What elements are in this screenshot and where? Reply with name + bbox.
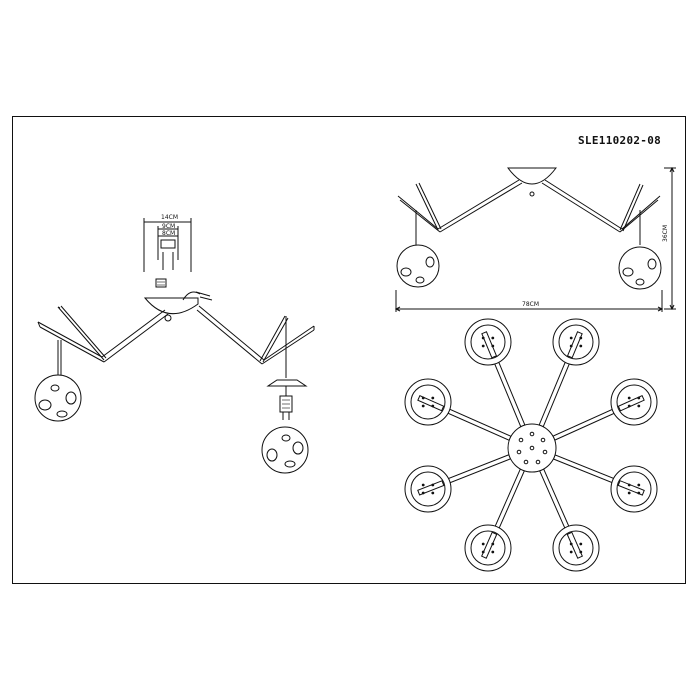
hub-hole-7 <box>518 437 524 443</box>
hub-hole-2 <box>540 437 546 443</box>
glass-globe-right <box>261 426 309 474</box>
shade-inner-1 <box>470 324 506 360</box>
mounting-bracket-detail: 14CM 9CM 8CM <box>143 214 192 288</box>
hub-hole-3 <box>542 449 548 455</box>
drawing-border <box>12 116 686 584</box>
hub-hole-8 <box>529 445 535 451</box>
shade-rod-7 <box>417 480 445 496</box>
shade-rod-8 <box>417 395 445 412</box>
shade-inner-3 <box>616 384 652 420</box>
dim-overall-height: 36CM <box>662 225 669 242</box>
hub <box>507 423 557 473</box>
shade-rod-6 <box>481 531 498 559</box>
hub-hole-1 <box>529 431 535 437</box>
shade-rod-2 <box>566 331 583 359</box>
front-globe-left <box>396 244 440 288</box>
hub-hole-5 <box>523 459 529 465</box>
dim-canopy-inner-1: 9CM <box>162 223 175 230</box>
shade-inner-4 <box>616 471 652 507</box>
shade-rod-3 <box>617 394 645 412</box>
dim-overall-width: 78CM <box>522 301 539 308</box>
socket-detail <box>266 379 308 420</box>
glass-globe-left <box>34 374 82 422</box>
shade-rod-5 <box>566 531 583 559</box>
dim-canopy-width: 14CM <box>161 214 178 221</box>
shade-inner-6 <box>470 530 506 566</box>
shade-rod-4 <box>617 480 645 496</box>
perspective-view: 14CM 9CM 8CM <box>34 214 315 474</box>
dim-canopy-inner-2: 8CM <box>162 230 175 237</box>
shade-rod-1 <box>481 331 498 359</box>
arm-right <box>196 305 315 378</box>
canopy <box>143 297 199 315</box>
shade-inner-5 <box>558 530 594 566</box>
hub-hole-4 <box>535 459 541 465</box>
front-globe-right <box>618 246 662 290</box>
model-code: SLE110202-08 <box>578 134 662 147</box>
top-view <box>404 318 658 572</box>
arm-left <box>37 305 169 375</box>
shade-inner-7 <box>410 471 446 507</box>
shade-inner-2 <box>558 324 594 360</box>
hub-hole-6 <box>516 449 522 455</box>
shade-inner-8 <box>410 384 446 420</box>
front-canopy <box>506 167 558 185</box>
front-view: 36CM 78CM <box>394 166 676 312</box>
